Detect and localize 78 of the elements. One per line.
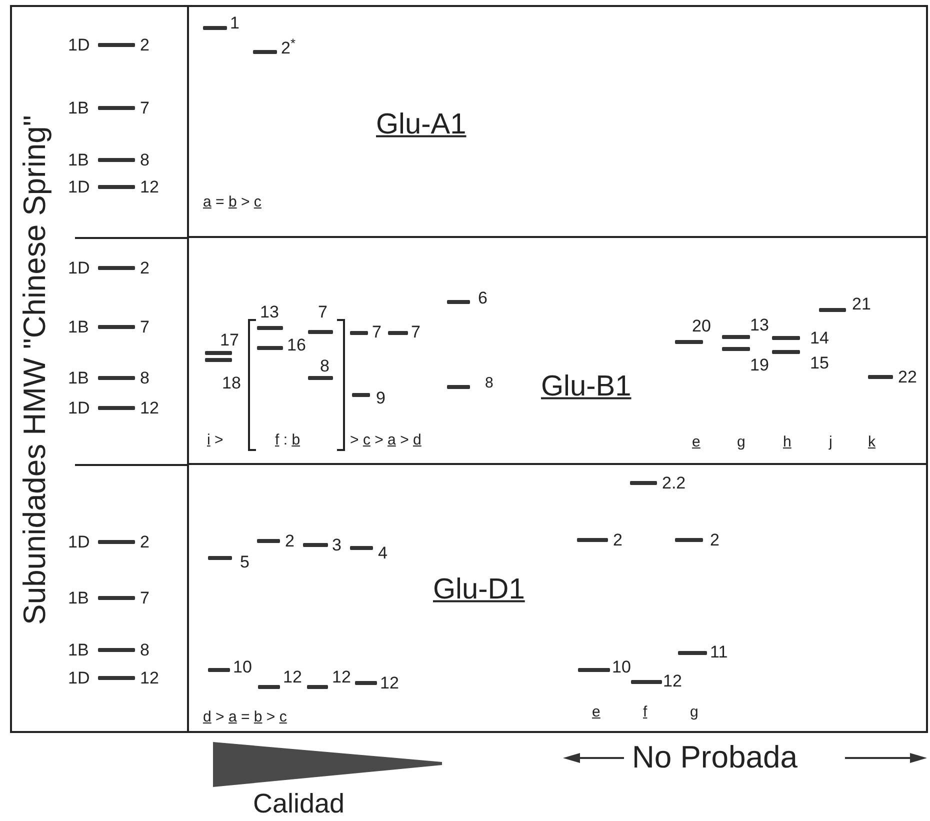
- band-label: 8: [485, 376, 494, 390]
- allele-label: k: [868, 434, 876, 450]
- band-label: 12: [140, 178, 159, 196]
- band-label: No Probada: [632, 742, 798, 772]
- band-label: 9: [376, 390, 386, 406]
- band-label: 18: [222, 374, 241, 392]
- band-label: 1B: [68, 318, 89, 336]
- band-label: 2.2: [662, 474, 686, 492]
- allele-label: h: [783, 434, 792, 450]
- band-label: 12: [283, 668, 302, 686]
- allele-label: j: [829, 434, 832, 450]
- band-label: 19: [750, 356, 769, 374]
- band-label: 12: [140, 670, 159, 686]
- band-label: 10: [233, 658, 252, 676]
- band-label: 7: [372, 324, 382, 340]
- band-label: 2: [140, 534, 150, 550]
- band-label: 17: [220, 332, 239, 348]
- band-label: 15: [810, 354, 829, 372]
- band-label: 1D: [68, 400, 90, 416]
- band-label: 1D: [68, 534, 90, 550]
- band-label: 14: [810, 330, 829, 346]
- band-label: 12: [332, 668, 351, 686]
- allele-label: d > a = b > c: [203, 710, 287, 724]
- band-label: 1: [230, 14, 240, 32]
- band-label: 12: [663, 672, 682, 690]
- axis-title: Subunidades HMW "Chinese Spring": [16, 115, 53, 625]
- band-label: 2$^{*}$: [281, 40, 296, 56]
- band-label: 8: [140, 370, 150, 386]
- band-label: 1D: [68, 178, 90, 196]
- band-label: 20: [692, 318, 711, 334]
- band-label: 7: [140, 100, 150, 116]
- allele-label: e: [692, 434, 700, 450]
- band-label: 2: [140, 260, 150, 276]
- band-label: Calidad: [253, 790, 345, 818]
- band-label: 1B: [68, 370, 89, 386]
- allele-label: > c > a > d: [350, 432, 422, 448]
- band-label: 2: [285, 532, 294, 550]
- band-label: 21: [852, 296, 871, 312]
- band-label: 12: [140, 400, 159, 416]
- band-label: 12: [380, 674, 399, 692]
- band-label: 7: [140, 590, 150, 606]
- quality-wedge: [213, 742, 442, 787]
- allele-label: e: [592, 704, 600, 720]
- band-label: 8: [320, 358, 330, 374]
- band-label: 1B: [68, 152, 89, 168]
- band-label: 8: [140, 642, 150, 658]
- band-label: 11: [710, 644, 728, 660]
- band-label: 6: [478, 290, 488, 306]
- band-label: 7: [318, 304, 328, 320]
- band-label: 5: [240, 554, 250, 570]
- band-label: 1B: [68, 590, 89, 606]
- band-label: 7: [411, 324, 420, 340]
- allele-label: g: [690, 704, 698, 720]
- allele-label: f: [643, 704, 648, 720]
- band-label: 1D: [68, 260, 90, 276]
- band-label: 13: [260, 304, 279, 320]
- band-label: 7: [140, 318, 150, 336]
- band-label: 2: [140, 36, 150, 54]
- gene-heading: Glu-B1: [541, 369, 632, 404]
- gene-heading: Glu-A1: [376, 107, 466, 142]
- band-label: 1B: [68, 100, 89, 116]
- band-label: 8: [140, 152, 150, 168]
- band-label: 2: [710, 532, 720, 548]
- band-label: 16: [287, 336, 306, 354]
- band-label: 1B: [68, 642, 89, 658]
- band-label: 4: [378, 544, 388, 562]
- band-label: 1D: [68, 36, 90, 54]
- allele-label: g: [737, 434, 746, 450]
- allele-label: i >: [207, 432, 224, 448]
- band-label: 3: [332, 536, 342, 554]
- band-label: 13: [750, 316, 769, 334]
- band-label: 22: [898, 368, 917, 386]
- allele-label: f : b: [275, 432, 300, 448]
- gene-heading: Glu-D1: [433, 572, 525, 608]
- allele-label: a = b > c: [203, 194, 262, 210]
- band-label: 1D: [68, 670, 90, 686]
- band-label: 2: [613, 532, 622, 548]
- band-label: 10: [612, 658, 631, 676]
